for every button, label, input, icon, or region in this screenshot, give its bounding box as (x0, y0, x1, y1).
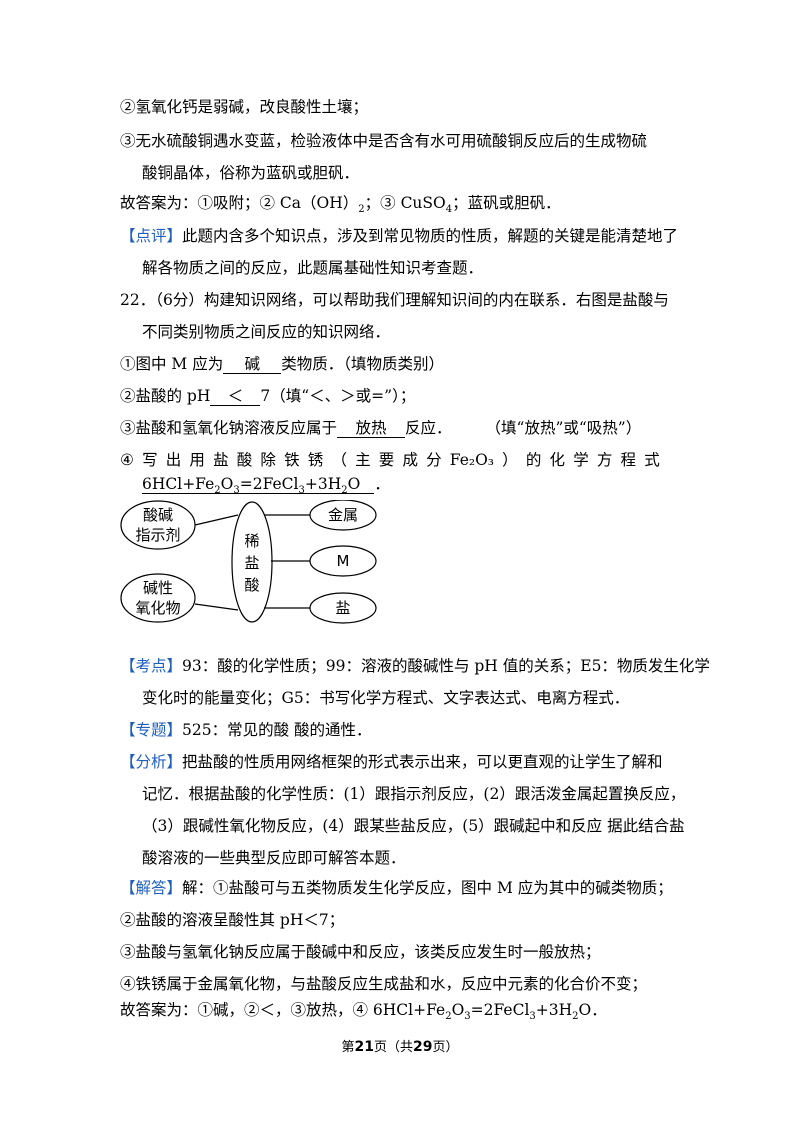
zhuanti-block: 【专题】525：常见的酸 酸的通性． (120, 721, 372, 739)
jieda-block: 【解答】解：①盐酸可与五类物质发生化学反应，图中 M 应为其中的碱类物质； (120, 879, 673, 897)
final-answer-line: 故答案为：①碱，②＜，③放热，④ 6HCl+Fe2O3=2FeCl3+3H2O． (120, 1001, 607, 1023)
line-2: ③无水硫酸铜遇水变蓝，检验液体中是否含有水可用硫酸铜反应后的生成物硫 (120, 132, 648, 150)
zhuanti-tag: 【专题】 (120, 721, 183, 739)
fenxi-tag: 【分析】 (120, 753, 183, 771)
fenxi-line-2: 记忆．根据盐酸的化学性质：(1）跟指示剂反应，(2）跟活泼金属起置换反应， (142, 785, 686, 803)
comment-tag: 【点评】 (120, 227, 183, 245)
equation-answer: 6HCl+Fe2O3=2FeCl3+3H2O． (142, 475, 390, 497)
kaodian-tag: 【考点】 (120, 657, 183, 675)
jieda-tag: 【解答】 (120, 879, 183, 897)
m-ellipse (309, 545, 377, 577)
indicator-ellipse (120, 500, 196, 550)
fenxi-block: 【分析】把盐酸的性质用网络框架的形式表示出来，可以更直观的让学生了解和 (120, 753, 663, 771)
line-3: 酸铜晶体，俗称为蓝矾或胆矾． (142, 164, 360, 182)
page-footer: 第21页（共29页） (341, 1039, 459, 1055)
answer-line-21: 故答案为：①吸附；② Ca（OH）2；③ CuSO4；蓝矾或胆矾． (120, 194, 561, 216)
comment-line-2: 解各物质之间的反应，此题属基础性知识考查题． (142, 259, 484, 277)
sub-question-2: ②盐酸的 pH＜7（填“＜、＞或=”）； (120, 387, 416, 406)
kaodian-line-2: 变化时的能量变化；G5：书写化学方程式、文字表达式、电离方程式． (142, 689, 630, 707)
knowledge-network-diagram: 酸碱 指示剂 碱性 氧化物 稀 盐 酸 金属 M 盐 (120, 500, 377, 624)
answer-blank-2: ＜ (210, 387, 261, 406)
line-1: ②氢氧化钙是弱碱，改良酸性土壤； (120, 98, 369, 116)
dilute-hcl-ellipse (231, 501, 273, 623)
diagram-label-oxide-1: 碱性 (143, 579, 173, 597)
question-22-line-1: 22．（6分）构建知识网络，可以帮助我们理解知识间的内在联系．右图是盐酸与 (120, 291, 669, 309)
answer-blank-4: 6HCl+Fe2O3=2FeCl3+3H2O (142, 475, 375, 496)
diagram-label-indicator-2: 指示剂 (135, 526, 180, 544)
basic-oxide-ellipse (120, 573, 196, 623)
fenxi-line-3: （3）跟碱性氧化物反应，(4）跟某些盐反应，(5）跟碱起中和反应 据此结合盐 (142, 817, 685, 835)
diagram-label-metal: 金属 (328, 506, 358, 524)
comment-block: 【点评】此题内含多个知识点，涉及到常见物质的性质，解题的关键是能清楚地了 (120, 227, 679, 245)
diagram-label-center-1: 稀 (244, 532, 259, 550)
diagram-label-oxide-2: 氧化物 (135, 599, 180, 617)
question-22-line-2: 不同类别物质之间反应的知识网络． (142, 323, 391, 341)
diagram-label-center-2: 盐 (244, 554, 259, 572)
page-total: 29 (413, 1039, 433, 1055)
diagram-label-salt: 盐 (335, 599, 350, 617)
salt-ellipse (309, 592, 377, 624)
diagram-label-center-3: 酸 (244, 576, 259, 594)
jieda-line-2: ②盐酸的溶液呈酸性其 pH＜7； (120, 911, 345, 929)
fenxi-line-4: 酸溶液的一些典型反应即可解答本题． (142, 849, 406, 867)
page-number: 21 (354, 1039, 374, 1055)
jieda-line-3: ③盐酸与氢氧化钠反应属于酸碱中和反应，该类反应发生时一般放热； (120, 943, 601, 961)
answer-blank-1: 碱 (223, 355, 282, 374)
jieda-line-4: ④铁锈属于金属氧化物，与盐酸反应生成盐和水，反应中元素的化合价不变； (120, 975, 648, 993)
answer-blank-3: 放热 (337, 419, 406, 438)
diagram-label-indicator-1: 酸碱 (143, 506, 173, 524)
diagram-label-m: M (337, 552, 350, 570)
metal-ellipse (309, 500, 377, 531)
sub-question-3: ③盐酸和氢氧化钠溶液反应属于放热反应．（填“放热”或“吸热”） (120, 419, 642, 438)
kaodian-block: 【考点】93：酸的化学性质；99：溶液的酸碱性与 pH 值的关系；E5：物质发生… (120, 657, 710, 675)
sub-question-1: ①图中 M 应为碱类物质．（填物质类别） (120, 355, 444, 374)
